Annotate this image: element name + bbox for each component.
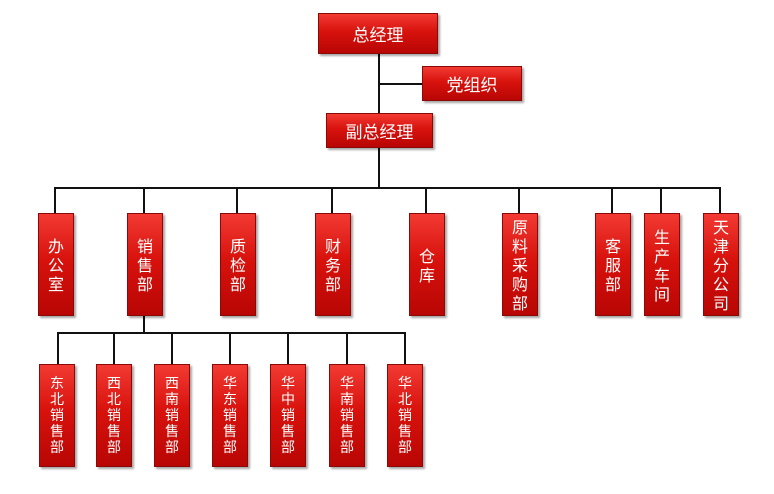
connector-line: [346, 332, 348, 364]
connector-line: [143, 315, 145, 333]
sales-unit-box: 华南销售部: [329, 364, 365, 467]
sales-unit-label: 华东销售部: [223, 375, 237, 456]
connector-line: [404, 332, 406, 364]
connector-line: [660, 187, 662, 213]
connector-line: [54, 187, 56, 213]
dept-box: 客服部: [595, 213, 631, 316]
ceo-box: 总经理: [318, 13, 438, 54]
sales-unit-label: 东北销售部: [50, 375, 64, 456]
dept-label: 客服部: [605, 237, 622, 294]
sales-unit-label: 华中销售部: [281, 375, 295, 456]
sales-unit-box: 华北销售部: [387, 364, 423, 467]
dept-label: 原料采购部: [512, 218, 529, 313]
dept-box: 生产车间: [644, 213, 680, 316]
dept-label: 天津分公司: [713, 218, 730, 313]
sales-unit-box: 东北销售部: [39, 364, 75, 467]
dept-box: 办公室: [38, 213, 74, 316]
dept-box: 天津分公司: [703, 213, 739, 316]
dept-box: 财务部: [315, 213, 351, 316]
connector-line: [425, 187, 427, 213]
sales-unit-label: 华南销售部: [340, 375, 354, 456]
party-label: 党组织: [446, 76, 498, 96]
connector-line: [236, 187, 238, 213]
connector-line: [143, 187, 145, 213]
connector-line: [57, 332, 406, 334]
sales-unit-box: 华中销售部: [270, 364, 306, 467]
dept-box: 仓库: [409, 213, 445, 316]
dept-label: 销售部: [137, 237, 154, 294]
dept-box: 销售部: [127, 213, 163, 316]
connector-line: [611, 187, 613, 213]
dept-label: 仓库: [419, 246, 436, 285]
sales-unit-label: 西南销售部: [165, 375, 179, 456]
sales-unit-box: 西南销售部: [154, 364, 190, 467]
connector-line: [171, 332, 173, 364]
dept-box: 原料采购部: [502, 213, 538, 316]
dept-label: 办公室: [48, 237, 65, 294]
party-box: 党组织: [422, 66, 522, 101]
dept-label: 生产车间: [654, 227, 671, 304]
connector-line: [518, 187, 520, 213]
dept-label: 财务部: [325, 237, 342, 294]
sales-unit-label: 华北销售部: [398, 375, 412, 456]
connector-line: [229, 332, 231, 364]
dept-box: 质检部: [220, 213, 256, 316]
connector-line: [378, 83, 422, 85]
connector-line: [113, 332, 115, 364]
connector-line: [287, 332, 289, 364]
sales-unit-box: 西北销售部: [96, 364, 132, 467]
connector-line: [378, 148, 380, 188]
connector-line: [719, 187, 721, 213]
connector-line: [54, 187, 721, 189]
vice-label: 副总经理: [345, 123, 414, 143]
dept-label: 质检部: [230, 237, 247, 294]
ceo-label: 总经理: [352, 26, 404, 46]
sales-unit-box: 华东销售部: [212, 364, 248, 467]
connector-line: [57, 332, 59, 364]
vice-box: 副总经理: [326, 113, 433, 148]
sales-unit-label: 西北销售部: [107, 375, 121, 456]
connector-line: [331, 187, 333, 213]
